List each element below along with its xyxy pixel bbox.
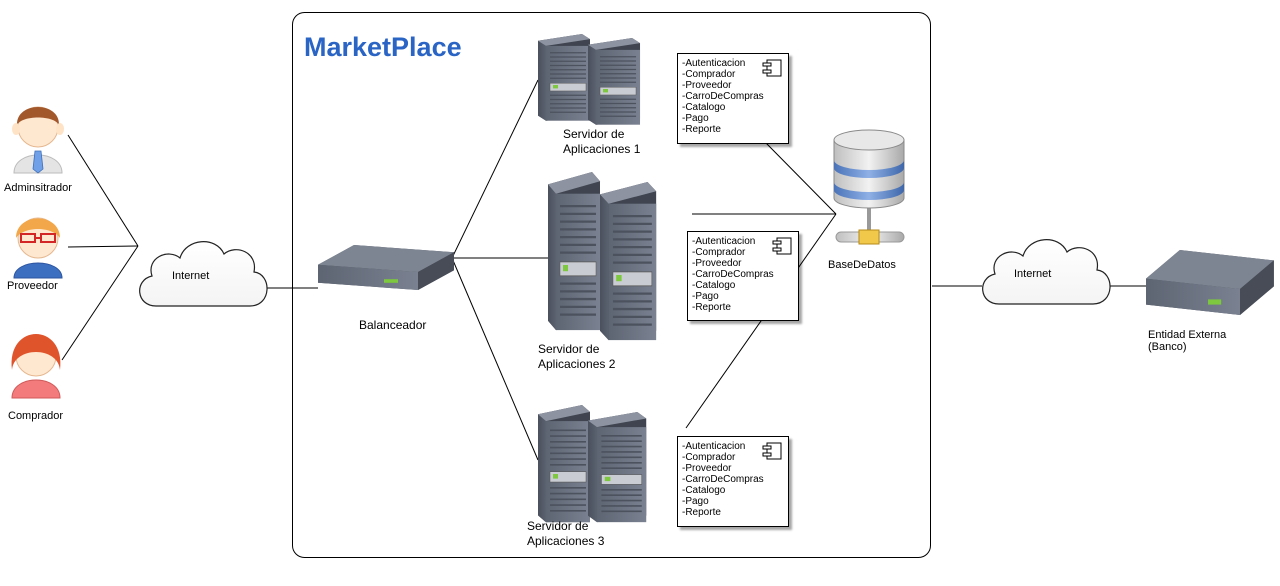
database-icon [833, 129, 905, 245]
module-item: -Proveedor [682, 80, 732, 91]
module-item: -Autenticacion [692, 236, 756, 247]
database-label: BaseDeDatos [828, 259, 896, 271]
server-2-label-line2: Aplicaciones 2 [538, 357, 616, 371]
app-server-2-icon [546, 170, 658, 342]
module-item: -CarroDeCompras [692, 269, 774, 280]
server-2-label-line1: Servidor de [538, 342, 600, 356]
server-2-modules-box: -Autenticacion -Comprador -Proveedor -Ca… [687, 231, 799, 321]
module-item: -Comprador [692, 247, 746, 258]
internet-right-label: Internet [1014, 268, 1052, 280]
module-item: -Reporte [682, 124, 721, 135]
module-item: -Pago [682, 496, 709, 507]
module-item: -Autenticacion [682, 58, 746, 69]
module-item: -Pago [682, 113, 709, 124]
connections [61, 79, 1148, 461]
server-1-label-line2: Aplicaciones 1 [563, 142, 641, 156]
module-item: -Comprador [682, 452, 736, 463]
server-3-modules-box: -Autenticacion -Comprador -Proveedor -Ca… [677, 436, 789, 527]
server-3-label-line1: Servidor de [527, 519, 589, 533]
buyer-label: Comprador [8, 410, 64, 422]
server-2-label: Servidor de Aplicaciones 2 [538, 342, 615, 372]
administrator-actor-icon [12, 106, 64, 174]
external-entity-label-line1: Entidad Externa [1148, 329, 1227, 341]
module-item: -Proveedor [692, 258, 742, 269]
external-entity-label-line2: (Banco) [1148, 341, 1187, 353]
server-3-label: Servidor de Aplicaciones 3 [527, 519, 604, 549]
buyer-actor-icon [11, 334, 61, 399]
module-item: -Catalogo [682, 102, 726, 113]
module-item: -Pago [692, 291, 719, 302]
module-item: -CarroDeCompras [682, 91, 764, 102]
component-icon [772, 237, 792, 255]
internet-left-label: Internet [172, 270, 210, 282]
module-item: -Proveedor [682, 463, 732, 474]
server-1-label-line1: Servidor de [563, 127, 625, 141]
module-item: -Catalogo [692, 280, 736, 291]
external-entity-label: Entidad Externa (Banco) [1148, 329, 1226, 353]
component-icon [762, 59, 782, 77]
module-item: -Autenticacion [682, 441, 746, 452]
module-item: -Comprador [682, 69, 736, 80]
component-icon [762, 442, 782, 460]
external-entity-server-icon [1146, 250, 1274, 315]
diagram-title: MarketPlace [304, 32, 462, 62]
server-1-label: Servidor de Aplicaciones 1 [563, 127, 640, 157]
app-server-3-icon [537, 404, 648, 524]
module-item: -Catalogo [682, 485, 726, 496]
server-1-modules-box: -Autenticacion -Comprador -Proveedor -Ca… [677, 53, 789, 144]
module-item: -CarroDeCompras [682, 474, 764, 485]
module-item: -Reporte [692, 302, 731, 313]
administrator-label: Adminsitrador [4, 182, 72, 194]
provider-actor-icon [13, 217, 63, 279]
app-server-1-icon [537, 33, 641, 126]
provider-label: Proveedor [7, 280, 58, 292]
server-3-label-line2: Aplicaciones 3 [527, 534, 605, 548]
module-item: -Reporte [682, 507, 721, 518]
balancer-label: Balanceador [359, 318, 427, 332]
